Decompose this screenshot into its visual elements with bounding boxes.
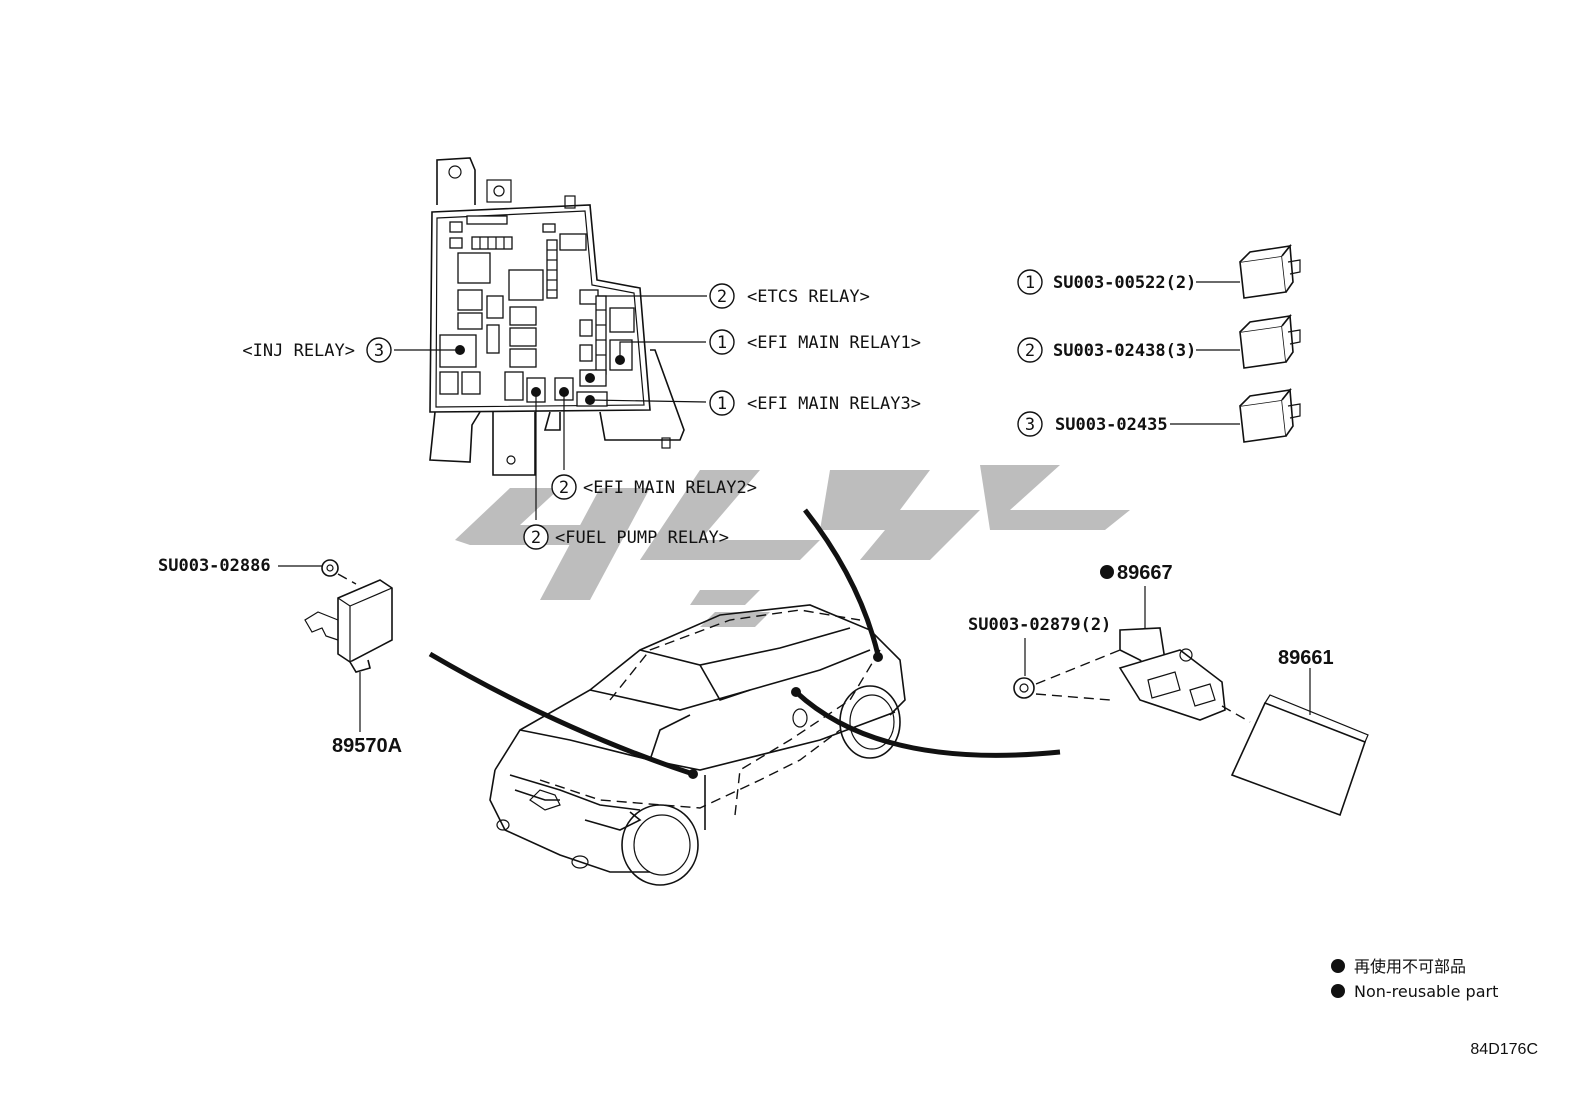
callout-etcs-relay: 2 <ETCS RELAY>: [709, 283, 870, 309]
vehicle-outline: [428, 508, 1061, 886]
svg-text:<EFI MAIN RELAY3>: <EFI MAIN RELAY3>: [747, 394, 921, 414]
relay-part-1: 1 SU003-00522(2): [1017, 243, 1301, 299]
svg-text:2: 2: [559, 478, 569, 498]
non-reusable-dot: [1100, 565, 1114, 579]
svg-text:SU003-02886: SU003-02886: [158, 556, 271, 576]
diagram-code: 84D176C: [1470, 1041, 1538, 1058]
legend-dot-icon: [1331, 984, 1345, 998]
svg-text:SU003-00522(2): SU003-00522(2): [1053, 273, 1196, 293]
relay-part-2: 2 SU003-02438(3): [1017, 313, 1301, 369]
relay-part-3: 3 SU003-02435: [1017, 387, 1301, 443]
watermark-logo: [455, 465, 1130, 627]
svg-text:1: 1: [1025, 273, 1035, 293]
svg-text:<FUEL PUMP RELAY>: <FUEL PUMP RELAY>: [555, 528, 729, 548]
svg-text:<EFI MAIN RELAY1>: <EFI MAIN RELAY1>: [747, 333, 921, 353]
legend-dot-icon: [1331, 959, 1345, 973]
svg-text:3: 3: [374, 341, 384, 361]
svg-text:1: 1: [717, 394, 727, 414]
svg-text:Non-reusable part: Non-reusable part: [1354, 982, 1498, 1001]
callout-fuel-pump-relay: 2 <FUEL PUMP RELAY>: [523, 524, 729, 550]
module-89570a-assembly: SU003-02886 89570A: [158, 556, 402, 757]
svg-text:3: 3: [1025, 415, 1035, 435]
svg-text:2: 2: [1025, 341, 1035, 361]
callout-inj-relay: 3 <INJ RELAY>: [242, 337, 392, 363]
svg-text:<EFI MAIN RELAY2>: <EFI MAIN RELAY2>: [583, 478, 757, 498]
module-89661-assembly: 89667 SU003-02879(2) 89661: [968, 562, 1369, 817]
svg-text:2: 2: [531, 528, 541, 548]
relay-block-assembly: [429, 157, 685, 476]
svg-text:SU003-02435: SU003-02435: [1055, 415, 1168, 435]
svg-text:再使用不可部品: 再使用不可部品: [1354, 957, 1466, 976]
svg-text:<ETCS RELAY>: <ETCS RELAY>: [747, 287, 870, 307]
legend: 再使用不可部品 Non-reusable part: [1331, 957, 1498, 1001]
svg-text:1: 1: [717, 333, 727, 353]
svg-text:SU003-02438(3): SU003-02438(3): [1053, 341, 1196, 361]
callout-efi-main-relay1: 1 <EFI MAIN RELAY1>: [709, 329, 921, 355]
relay-leaders: [394, 295, 707, 520]
svg-text:2: 2: [717, 287, 727, 307]
svg-text:89570A: 89570A: [332, 735, 402, 757]
callout-efi-main-relay3: 1 <EFI MAIN RELAY3>: [709, 390, 921, 416]
callout-efi-main-relay2: 2 <EFI MAIN RELAY2>: [551, 474, 757, 500]
svg-text:SU003-02879(2): SU003-02879(2): [968, 615, 1111, 635]
svg-text:89661: 89661: [1278, 647, 1334, 669]
svg-text:<INJ RELAY>: <INJ RELAY>: [242, 341, 355, 361]
svg-text:89667: 89667: [1117, 562, 1173, 584]
